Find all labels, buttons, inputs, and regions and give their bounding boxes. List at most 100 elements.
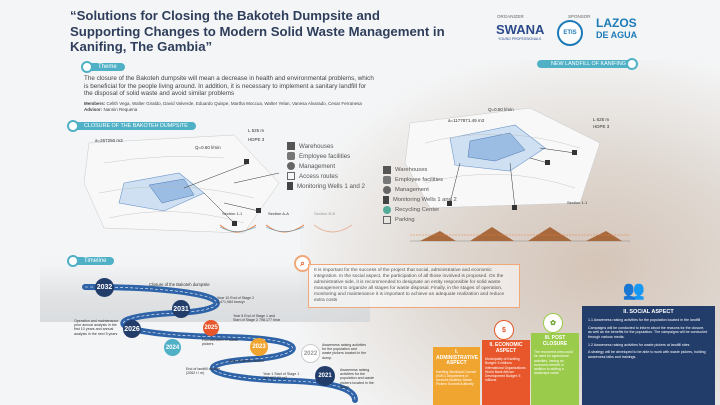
left-sections-profile: [219, 224, 353, 233]
money-icon: $: [494, 320, 514, 340]
new-landfill-map: [404, 107, 601, 210]
economic-aspect-card: II. ECONOMIC ASPECT Municipality of Kani…: [482, 340, 530, 405]
legend-label: Warehouses: [395, 167, 428, 173]
right-map-area: a=1177871.49 m3: [448, 118, 485, 123]
left-section-a: Section A-A: [268, 211, 289, 216]
poster-title: “Solutions for Closing the Bakoteh Dumps…: [70, 8, 445, 54]
left-map-distance: L 525 m: [248, 128, 265, 133]
legend-item: Access routes: [287, 171, 365, 181]
right-section-profile: [410, 227, 630, 242]
timeline-text-2026: Operation and maintenance prior annual a…: [74, 319, 119, 336]
new-landfill-label: NEW LANDFILL OF KANIFING: [551, 61, 626, 67]
advisor-line: Advisor: Nannin Requena: [84, 107, 137, 112]
social-item: 1.2 Awareness raising activities for was…: [588, 343, 690, 348]
theme-label: Theme: [98, 64, 117, 70]
theme-text: The closure of the Bakoteh dumpsite will…: [84, 75, 374, 98]
legend-item: Parking: [383, 215, 457, 225]
administrative-aspect-card: I. ADMINISTRATIVE ASPECT Kanifing Munici…: [433, 347, 480, 405]
parking-icon: [383, 216, 391, 224]
timeline-text-2021: Awareness raising activities for the pop…: [340, 368, 374, 389]
administrative-aspect-text: Kanifing Municipal Council (KMC) Departm…: [436, 369, 476, 387]
social-aspect-title: II. SOCIAL ASPECT: [623, 309, 674, 315]
timeline-text-2023: Start of landfill closure: [229, 359, 265, 363]
timeline-year-2024: 2024: [164, 339, 181, 356]
social-item: 1.1 Awareness raising activities for the…: [588, 318, 701, 323]
legend-label: Parking: [395, 217, 415, 223]
economic-aspect-text: Municipality of Kanifing Budget: 5 milli…: [485, 357, 526, 383]
economic-aspect-title: II. ECONOMIC ASPECT: [489, 342, 523, 354]
etis-text: ETIS: [563, 30, 577, 36]
lazos-logo: LAZOS DE AGUA: [596, 17, 637, 41]
left-map-flow: Q=0.60 l/min: [195, 145, 221, 150]
closure-pill: CLOSURE OF THE BAKOTEH DUMPSITE: [67, 120, 196, 132]
right-section-label: Section 1-1: [567, 200, 588, 205]
well-icon: [287, 182, 293, 190]
administrative-aspect-title: I. ADMINISTRATIVE ASPECT: [436, 349, 479, 367]
closure-site-map: [84, 134, 280, 234]
members-label: Members:: [84, 101, 106, 106]
closure-label: CLOSURE OF THE BAKOTEH DUMPSITE: [84, 123, 188, 129]
new-landfill-pill: NEW LANDFILL OF KANIFING: [537, 58, 638, 70]
management-icon: [383, 186, 391, 194]
lazos-text-2: DE AGUA: [596, 30, 638, 40]
timeline-road: [82, 284, 358, 403]
timeline-text-2024: Formalization of waste pickers: [202, 338, 238, 347]
pill-dot-icon: [67, 120, 79, 132]
warehouse-icon: [383, 166, 391, 174]
left-map-hdpe: HDPE 3: [248, 137, 265, 142]
timeline-text-closure-end: End of landfill closure (2062 t / m): [186, 367, 221, 376]
right-map-flow: Q=0.50 l/min: [488, 107, 514, 112]
advisor-name: Nannin Requena: [103, 107, 138, 112]
recycle-icon: [383, 206, 391, 214]
legend-item: Monitoring Wells 1 and 2: [383, 195, 457, 205]
people-icon: 👥: [622, 280, 646, 300]
post-closure-title: III. POST CLOSURE: [542, 335, 568, 347]
post-closure-card: III. POST CLOSURE The recovered area cou…: [531, 333, 579, 405]
right-legend: Warehouses Employee facilities Managemen…: [383, 165, 457, 225]
swana-subtitle: YOUNG PROFESSIONALS: [498, 37, 542, 41]
legend-item: Employee facilities: [287, 151, 365, 161]
legend-item: Employee facilities: [383, 175, 457, 185]
timeline-text-2031: Year 10 End of Stage 2 1,471,984 tons/yr: [217, 296, 255, 305]
left-map-area: a=267250 m3: [95, 138, 123, 143]
legend-label: Warehouses: [299, 142, 334, 150]
integration-info-box: It is important for the success of the p…: [308, 264, 520, 308]
members-line: Members: Celith Vega, Walter Giraldo, Da…: [84, 101, 384, 106]
timeline-label: Timeline: [84, 258, 107, 264]
timeline-year-2021: 2021: [315, 366, 335, 386]
timeline-pill: Timeline: [67, 255, 115, 267]
legend-label: Recycling Center: [395, 207, 440, 213]
timeline-text-2022: Awareness raising activities for the pop…: [322, 343, 367, 360]
pill-dot-icon: [625, 58, 638, 70]
lazos-text-1: LAZOS: [596, 16, 637, 30]
timeline-year-2032: 2032: [95, 278, 114, 297]
legend-label: Employee facilities: [299, 152, 351, 160]
plant-icon: ✿: [543, 313, 563, 333]
legend-item: Recycling Center: [383, 205, 457, 215]
organizer-label: ORGANIZER: [497, 14, 524, 19]
swana-text: SWANA: [496, 22, 545, 37]
left-legend: Warehouses Employee facilities Managemen…: [287, 141, 365, 191]
swana-logo: SWANA: [496, 22, 544, 37]
left-section-1: Section 1-1: [222, 211, 243, 216]
timeline-year-2026: 2026: [123, 320, 141, 338]
right-map-hdpe: HDPE 3: [593, 124, 610, 129]
timeline-text-2025: Year 5 End of Stage 1 and Start of Stage…: [233, 314, 281, 323]
timeline-year-2022: 2022: [301, 344, 320, 363]
employee-icon: [287, 152, 295, 160]
left-section-b: Section B-B: [314, 211, 336, 216]
timeline-text-2032: Closure of the Bakoteh dumpsite: [149, 282, 210, 287]
legend-item: Warehouses: [383, 165, 457, 175]
timeline-text-year1: Year 1 Start of Stage 1 187,822.59 m3: [263, 372, 300, 381]
legend-item: Management: [287, 161, 365, 171]
social-aspect-card: II. SOCIAL ASPECT 1.1 Awareness raising …: [582, 306, 715, 405]
road-icon: [287, 172, 295, 180]
legend-item: Monitoring Wells 1 and 2: [287, 181, 365, 191]
management-icon: [287, 162, 295, 170]
search-icon: ⌕: [294, 255, 311, 272]
legend-label: Access routes: [299, 172, 338, 180]
pill-dot-icon: [81, 61, 93, 73]
legend-label: Employee facilities: [395, 177, 444, 183]
legend-label: Management: [299, 162, 336, 170]
etis-logo: ETIS: [557, 20, 583, 46]
